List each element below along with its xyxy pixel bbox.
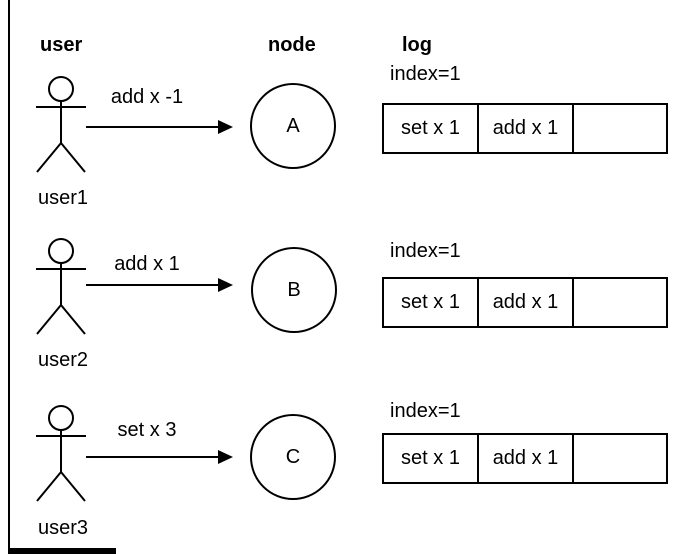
column-header-node: node <box>268 34 316 56</box>
node-label: A <box>286 114 300 137</box>
node-circle: A <box>250 83 336 169</box>
log-entry-cell: set x 1 <box>384 279 479 326</box>
stick-figure-icon <box>33 75 89 173</box>
column-header-log: log <box>402 34 432 56</box>
node-circle: B <box>251 247 337 333</box>
log-entry-cell: set x 1 <box>384 105 479 152</box>
log-table: set x 1 add x 1 <box>382 103 668 154</box>
node-label: B <box>287 278 301 301</box>
log-index-label: index=1 <box>390 240 461 262</box>
log-entry-cell-empty <box>574 105 666 152</box>
arrow-icon <box>86 275 234 295</box>
user-label: user1 <box>38 187 89 209</box>
user-label: user3 <box>38 517 89 539</box>
message-label: add x -1 <box>110 86 184 108</box>
user-label: user2 <box>38 349 89 371</box>
canvas-bottom-border-fragment <box>8 548 116 554</box>
node-label: C <box>285 445 301 468</box>
node-circle: C <box>250 414 336 500</box>
log-entry-cell-empty <box>574 435 666 482</box>
message-label: add x 1 <box>114 253 180 275</box>
stick-figure-icon <box>33 404 89 502</box>
log-entry-cell: add x 1 <box>479 279 574 326</box>
log-entry-cell: add x 1 <box>479 435 574 482</box>
log-table: set x 1 add x 1 <box>382 433 668 484</box>
log-entry-cell-empty <box>574 279 666 326</box>
log-table: set x 1 add x 1 <box>382 277 668 328</box>
message-label: set x 3 <box>117 419 177 441</box>
canvas-left-border <box>8 0 10 548</box>
column-header-user: user <box>40 34 83 56</box>
log-entry-cell: set x 1 <box>384 435 479 482</box>
stick-figure-icon <box>33 237 89 335</box>
arrow-icon <box>86 447 234 467</box>
log-entry-cell: add x 1 <box>479 105 574 152</box>
log-index-label: index=1 <box>390 63 461 85</box>
arrow-icon <box>86 117 234 137</box>
log-index-label: index=1 <box>390 400 461 422</box>
